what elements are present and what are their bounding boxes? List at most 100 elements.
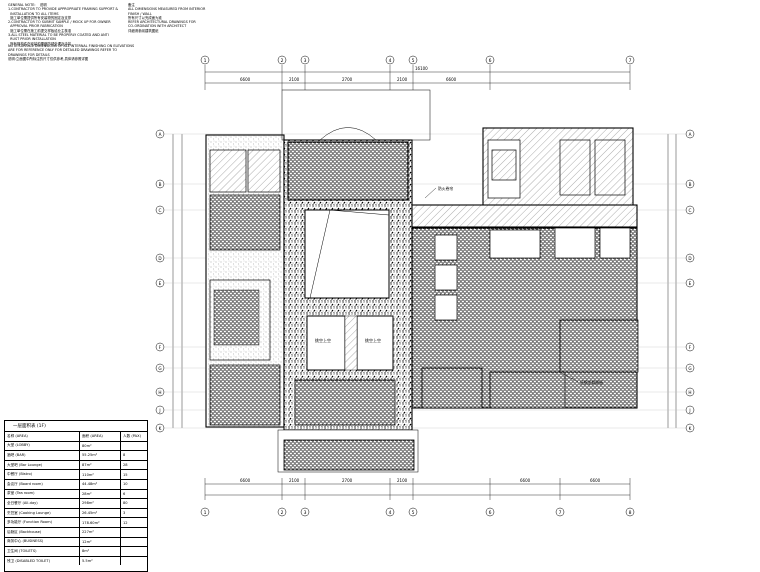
grid-top-6: 6 (489, 58, 492, 64)
legend-row: 商务中心 (BUSINESS)12m² (5, 536, 147, 547)
grid-left-J: J (158, 408, 160, 413)
grid-right-H: H (688, 390, 691, 395)
legend-title: 一层面积表 (1F) (13, 424, 46, 429)
legend-cell: 28m² (79, 488, 121, 499)
legend-cell: 8m² (79, 546, 121, 557)
legend-cell: 全日餐厅 (All-day) (5, 498, 80, 509)
area-legend-table: 一层面积表 (1F) 名称 (AREA) 面积 (AREA) 人数 (PAX) … (4, 420, 148, 572)
grid-left-G: G (158, 366, 161, 371)
legend-cell: 会议厅 (Board room) (5, 478, 80, 490)
legend-cell: 227m² (79, 526, 121, 538)
dim-top-2: 2100 (289, 77, 300, 82)
dim-bottom-5: 6600 (520, 478, 531, 483)
legend-cell: 商务中心 (BUSINESS) (5, 536, 80, 547)
grid-bottom-3: 3 (304, 510, 307, 516)
legend-row: 卫生间 (TOILETS)8m² (5, 546, 147, 557)
legend-cell (120, 526, 147, 538)
left-dimension-line (172, 134, 183, 428)
grid-top-5: 5 (412, 58, 415, 64)
grid-right-C: C (689, 208, 692, 213)
legend-cell: 烹饪室 (Cooking Lounge) (5, 507, 80, 518)
legend-cell: 多功能厅 (Function Room) (5, 517, 80, 528)
annotation-top-label: 防火卷帘 (438, 186, 453, 191)
grid-right-D: D (688, 256, 691, 261)
legend-cell: 15 (120, 469, 147, 480)
dim-top-total: 16100 (415, 66, 428, 71)
grid-right-E: E (689, 281, 692, 286)
legend-cell (120, 555, 147, 566)
grid-right-J: J (688, 408, 690, 413)
grid-left-D: D (158, 256, 161, 261)
dim-top-4: 2100 (397, 77, 408, 82)
grid-bottom-1: 1 (204, 510, 207, 516)
legend-header-area: 面积 (AREA) (79, 431, 121, 442)
grid-top-4: 4 (389, 58, 392, 64)
grid-left-K: K (159, 426, 162, 431)
grid-bottom-4: 4 (389, 510, 392, 516)
legend-cell: 大堂吧 (Bar Lounge) (5, 459, 80, 470)
dim-bottom-2: 2100 (289, 478, 300, 483)
legend-cell: 44.48m² (79, 478, 121, 490)
legend-cell: 55.25m² (79, 450, 121, 461)
dim-bottom-6: 6600 (590, 478, 601, 483)
legend-cell: 卫生间 (TOILETS) (5, 546, 80, 557)
legend-cell: 3 (120, 507, 147, 518)
top-projection (281, 89, 431, 141)
grid-right-B: B (689, 182, 692, 187)
grid-bottom-2: 2 (281, 510, 284, 516)
legend-cell: 5.5m² (79, 555, 121, 566)
annotation-right-label: 轻钢龙骨隔墙 (580, 380, 603, 385)
legend-cell: 12 (120, 517, 147, 528)
general-notes-left: GENERAL NOTE: 说明 1.CONTRACTOR TO PROVIDE… (8, 3, 119, 46)
grid-bottom-5: 5 (412, 510, 415, 516)
dim-top-5: 6600 (446, 77, 457, 82)
legend-cell: 后勤区 (Backhouse) (5, 526, 80, 538)
grid-right-K: K (689, 426, 692, 431)
grid-left-B: B (159, 182, 162, 187)
legend-row: 残卫 (DISABLED TOILET)5.5m² (5, 555, 147, 566)
legend-cell: 26.45m² (79, 507, 121, 518)
legend-cell: 大堂 (LOBBY) (5, 440, 80, 451)
grid-bottom-8: 8 (629, 510, 632, 516)
dim-bottom-1: 6600 (240, 478, 251, 483)
legend-grid: 名称 (AREA) 面积 (AREA) 人数 (PAX) 大堂 (LOBBY)8… (5, 431, 147, 566)
legend-cell: 80m² (79, 440, 121, 451)
legend-cell: 茶室 (Tea room) (5, 488, 80, 499)
legend-row: 后勤区 (Backhouse)227m² (5, 526, 147, 538)
grid-top-2: 2 (281, 58, 284, 64)
legend-cell: 178.60m² (79, 517, 121, 528)
legend-cell: 酒吧 (BAR) (5, 450, 80, 461)
grid-bottom-6: 6 (489, 510, 492, 516)
legend-cell (120, 536, 147, 547)
grid-top-1: 1 (204, 58, 207, 64)
legend-cell: 12m² (79, 536, 121, 547)
grid-left-F: F (159, 345, 162, 350)
legend-cell (120, 546, 147, 557)
grid-top-3: 3 (304, 58, 307, 64)
legend-cell: 110m² (79, 469, 121, 480)
legend-cell (120, 440, 147, 451)
grid-bottom-7: 7 (559, 510, 562, 516)
legend-cell: 8 (120, 450, 147, 461)
left-wing-rooms (209, 149, 281, 426)
legend-cell: 28 (120, 459, 147, 470)
bottom-terrace (277, 379, 419, 473)
legend-cell: 残卫 (DISABLED TOILET) (5, 555, 80, 566)
legend-cell: 10 (120, 478, 147, 490)
legend-row: 大堂 (LOBBY)80m² (5, 440, 147, 451)
legend-cell: 6 (120, 488, 147, 499)
top-dimension-line (204, 65, 631, 90)
central-void (304, 209, 394, 371)
grid-right-G: G (688, 366, 691, 371)
legend-cell: 87m² (79, 459, 121, 470)
grid-left-E: E (159, 281, 162, 286)
